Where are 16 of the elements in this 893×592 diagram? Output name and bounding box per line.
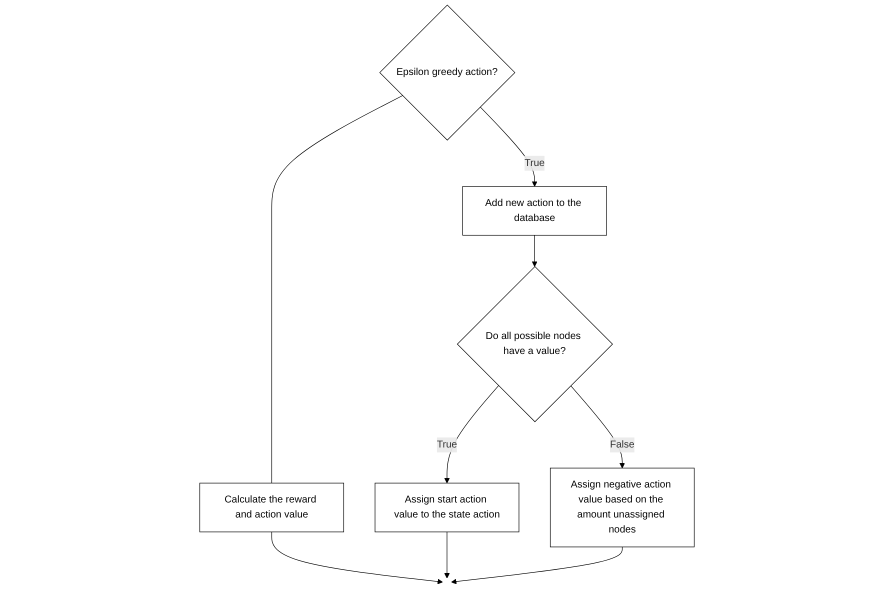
edge-label: False [610, 439, 634, 450]
edge-label: True [436, 439, 457, 450]
node-diamond: Epsilon greedy action? [378, 4, 515, 141]
arrow [444, 385, 498, 484]
arrow [450, 546, 622, 584]
edge-label: True [524, 158, 544, 168]
arrow [479, 106, 537, 187]
arrow [531, 234, 537, 267]
node-diamond: Do all possible nodes have a value? [456, 266, 612, 422]
node-box: Add new action to the database [462, 186, 606, 236]
arrow [270, 532, 442, 584]
node-box: Assign start action value to the state action [374, 482, 519, 532]
connector [270, 95, 402, 484]
node-box: Calculate the reward and action value [198, 482, 344, 532]
node-box: Assign negative action value based on the amount unassigned nodes [549, 468, 694, 548]
arrow [444, 532, 450, 578]
